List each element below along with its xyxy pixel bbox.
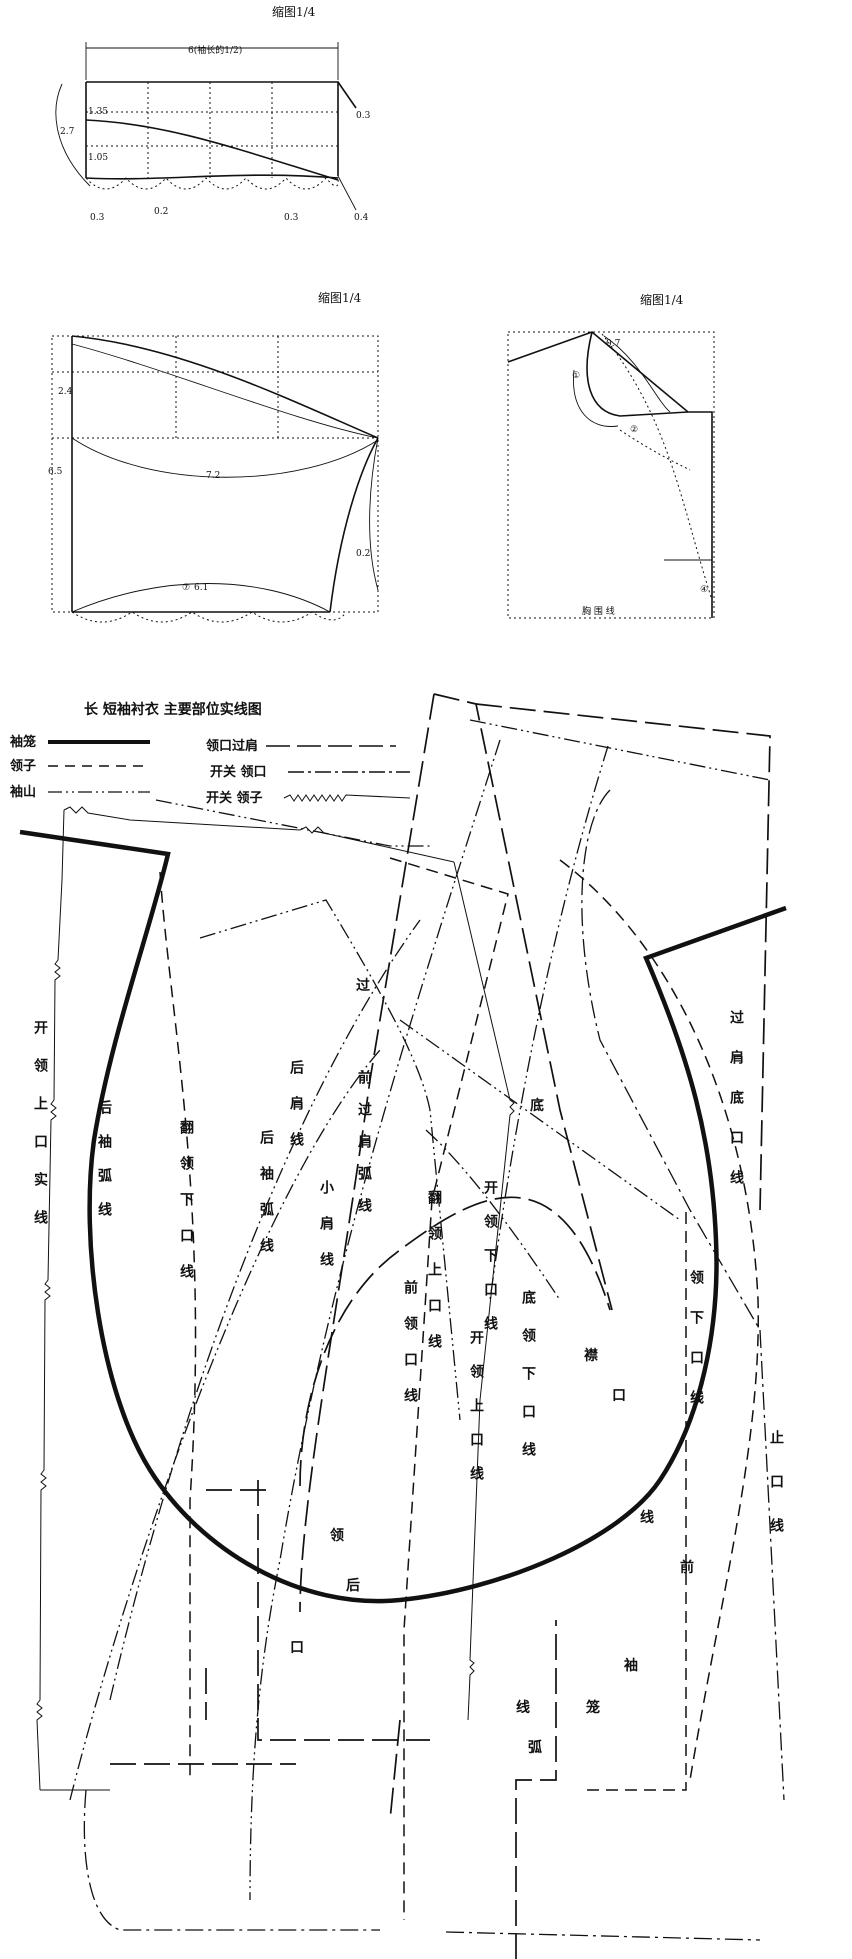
fig1-label-7: 0.4 [354,213,369,223]
fig3-marker-3: ④ [700,585,708,595]
misc-2: 后 [346,1577,360,1594]
fig2-label-1: 2.4 [58,387,73,397]
vlabel-15: 止口线 [768,1429,784,1562]
vlabel-3: 翻领下口线 [178,1119,194,1300]
vlabel-5: 后肩线 [288,1059,304,1168]
fig1-label-2: 2.7 [60,127,75,137]
vlabel-6: 小肩线 [318,1180,334,1288]
misc-1: 过 [356,977,370,994]
misc-4: 口 [290,1640,304,1656]
vlabel-14: 领下口线 [688,1269,704,1430]
fig3-label-1: 0.7 [606,339,621,349]
misc-10: 底 [530,1097,544,1114]
fig2-marker: ⑦ [182,583,190,593]
fig2-label-4: 0.2 [356,549,370,559]
misc-6: 袖 [624,1657,638,1674]
vertical-labels: 开领上口实线 后袖弧线 翻领下口线 后袖弧线 后肩线 小肩线 前过肩弧线 翻领上… [32,1009,784,1562]
fig1-label-5: 0.2 [154,207,168,217]
vlabel-10: 开领下口线 [482,1180,498,1350]
fig2-label-5: 6.1 [194,583,208,593]
fig1-label-8: 0.3 [356,111,371,121]
legend-label-2: 领子 [10,758,36,774]
fig3-collar-draft: 缩图1/4 0.7 ① ② ④ 胸 围 线 [507,292,715,619]
misc-8: 弧 [528,1739,542,1756]
fig1-sleeve-diagram: 缩图1/4 6(袖长的1/2) 1.35 2.7 1.05 0.3 0.2 0.… [55,4,371,223]
fig2-sleeve-draft: 缩图1/4 2.4 6.5 7.2 0.2 ⑦ 6.1 [48,290,379,623]
vlabel-13: 过肩底口线 [728,1009,744,1210]
fig2-label-3: 7.2 [206,471,220,481]
misc-5: 前 [680,1559,694,1576]
fig1-caption: 缩图1/4 [272,4,316,19]
misc-7: 笼 [585,1699,600,1716]
legend: 袖笼 领子 袖山 领口过肩 开关 领口 开关 领子 [10,734,411,806]
yoke-neckline-lines [110,693,771,1959]
fig3-marker-1: ① [572,371,580,381]
main-overlay-drawing: 长 短袖衬衣 主要部位实线图 袖笼 领子 袖山 领口过肩 开关 领口 开关 领子 [10,693,787,1959]
fig1-label-4: 0.3 [90,213,105,223]
misc-13: 线 [640,1509,654,1526]
misc-labels: 过 后 领 口 前 袖 笼 弧 线 底 襟 口 线 [290,977,694,1756]
collar-lines [159,857,760,1920]
fig1-label-3: 1.05 [88,153,108,163]
sleeve-cap-lines [69,719,771,1901]
vlabel-12: 底领下口线 [520,1289,536,1480]
vlabel-4: 后袖弧线 [258,1129,274,1274]
fig1-label-6: 0.3 [284,213,299,223]
fig3-marker-2: ② [630,425,638,435]
legend-label-3: 袖山 [10,784,36,800]
fig1-top-dim: 6(袖长的1/2) [188,44,242,56]
placket-neckline-lines [83,789,785,1941]
misc-9: 线 [516,1699,530,1716]
legend-label-4: 领口过肩 [206,738,258,754]
fig1-label-1: 1.35 [88,107,108,117]
vlabel-1: 开领上口实线 [32,1020,48,1248]
vlabel-2: 后袖弧线 [96,1099,112,1236]
vlabel-7: 前过肩弧线 [356,1069,372,1230]
misc-12: 口 [612,1388,626,1404]
legend-label-5: 开关 领口 [210,764,267,780]
legend-label-6: 开关 领子 [206,790,263,806]
fig3-bottom-text: 胸 围 线 [582,605,615,617]
fig3-caption: 缩图1/4 [640,292,684,307]
fig2-caption: 缩图1/4 [318,290,362,305]
fig2-label-2: 6.5 [48,467,63,477]
misc-11: 襟 [584,1347,598,1364]
vlabel-8: 翻领上口线 [426,1189,442,1370]
placket-collar-lines [36,806,515,1791]
misc-3: 领 [330,1527,344,1544]
main-title: 长 短袖衬衣 主要部位实线图 [84,701,262,718]
vlabel-11: 开领上口线 [468,1330,484,1500]
armhole-line [19,829,787,1604]
legend-label-1: 袖笼 [10,734,36,750]
vlabel-9: 前领口线 [402,1279,418,1424]
